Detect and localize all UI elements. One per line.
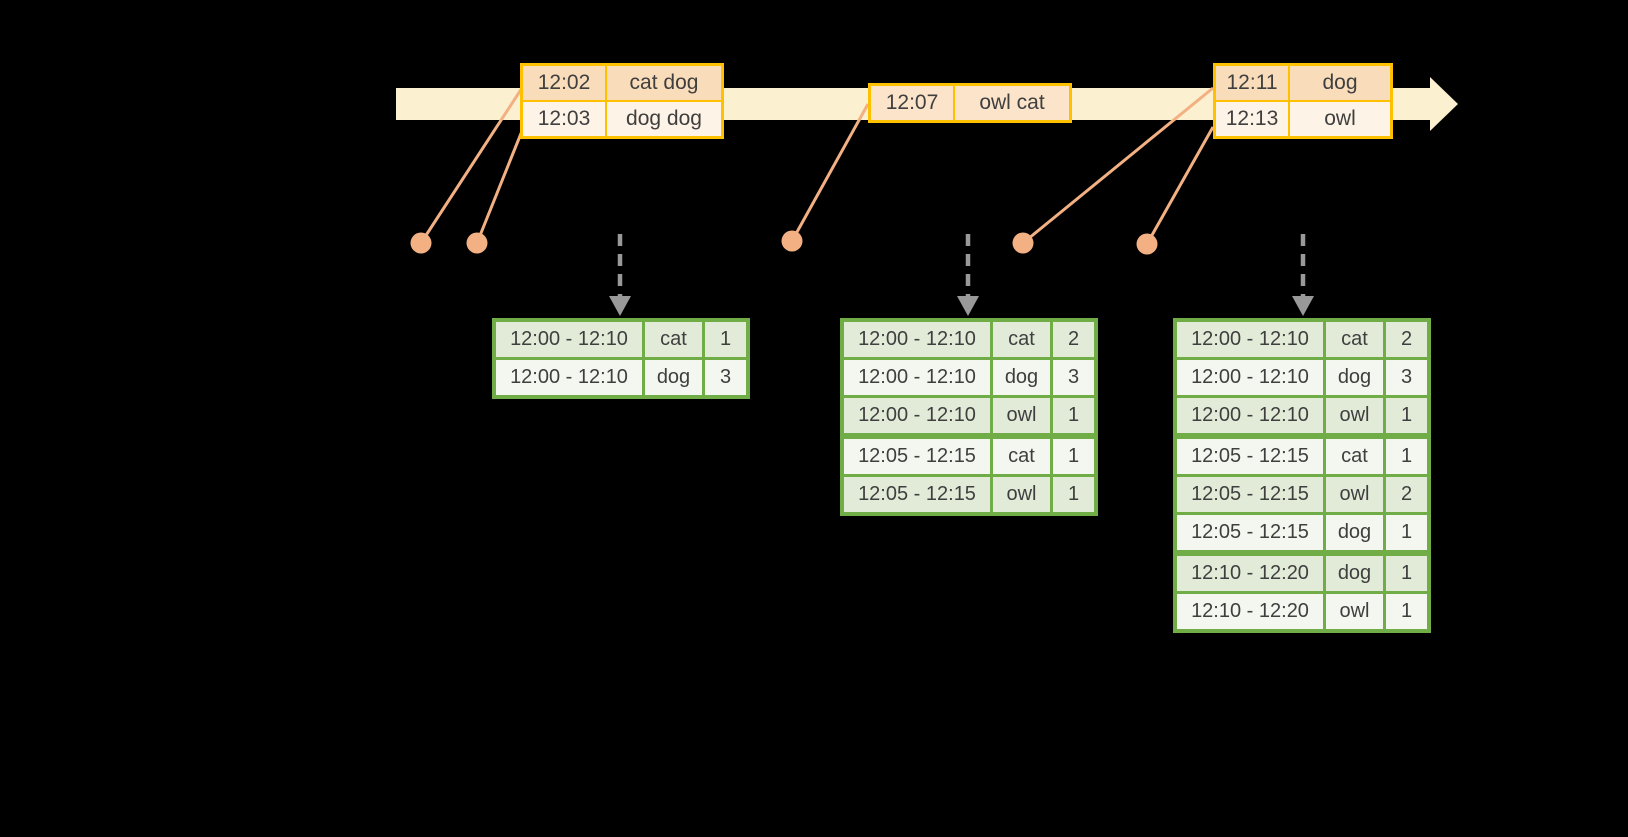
result-row-window-cell: 12:05 - 12:15 (1177, 477, 1323, 512)
result-row-count-cell: 1 (1386, 594, 1427, 629)
event-row-words-cell: owl (1290, 102, 1390, 136)
result-row-word-cell: dog (993, 360, 1050, 395)
result-row-word-cell: cat (1326, 439, 1383, 474)
result-row-count-cell: 1 (1053, 398, 1094, 433)
result-row-window-cell: 12:05 - 12:15 (844, 439, 990, 474)
result-row-window-cell: 12:00 - 12:10 (496, 360, 642, 395)
event-row-time-cell: 12:07 (871, 86, 953, 120)
result-row-word-cell: cat (1326, 322, 1383, 357)
event-dots (410, 230, 1158, 255)
trigger-arrowhead-icon (957, 296, 979, 316)
result-row-window-cell: 12:05 - 12:15 (844, 477, 990, 512)
result-row-word-cell: owl (993, 477, 1050, 512)
event-dot (1012, 232, 1034, 254)
event-row-time-cell: 12:11 (1216, 66, 1288, 100)
result-row-count-cell: 1 (1386, 515, 1427, 550)
trigger-arrowhead-icon (609, 296, 631, 316)
result-row-count-cell: 2 (1386, 322, 1427, 357)
event-dot (466, 232, 488, 254)
result-row-count-cell: 1 (1386, 398, 1427, 433)
trigger-arrowhead-icon (1292, 296, 1314, 316)
result-row-count-cell: 3 (705, 360, 746, 395)
connector-line (1145, 126, 1215, 245)
result-row-window-cell: 12:00 - 12:10 (1177, 322, 1323, 357)
result-row-count-cell: 1 (1053, 477, 1094, 512)
event-dot (410, 232, 432, 254)
event-row-time-cell: 12:13 (1216, 102, 1288, 136)
event-row-words-cell: dog dog (607, 102, 721, 136)
event-connectors (419, 86, 1215, 245)
event-row-time-cell: 12:02 (523, 66, 605, 100)
result-row-window-cell: 12:00 - 12:10 (844, 360, 990, 395)
connector-line (419, 87, 524, 244)
result-row-count-cell: 1 (1386, 439, 1427, 474)
result-row-count-cell: 1 (1053, 439, 1094, 474)
connector-line (475, 125, 526, 244)
result-row-count-cell: 2 (1386, 477, 1427, 512)
result-row-count-cell: 1 (705, 322, 746, 357)
result-row-word-cell: owl (1326, 594, 1383, 629)
event-row-time-cell: 12:03 (523, 102, 605, 136)
result-row-word-cell: dog (1326, 360, 1383, 395)
connector-line (790, 103, 870, 242)
result-row-word-cell: owl (1326, 477, 1383, 512)
result-row-word-cell: dog (1326, 515, 1383, 550)
result-row-word-cell: owl (993, 398, 1050, 433)
event-row-words-cell: cat dog (607, 66, 721, 100)
connector-line (1022, 86, 1214, 245)
result-row-window-cell: 12:10 - 12:20 (1177, 594, 1323, 629)
result-row-window-cell: 12:05 - 12:15 (1177, 439, 1323, 474)
result-row-count-cell: 2 (1053, 322, 1094, 357)
result-row-window-cell: 12:00 - 12:10 (496, 322, 642, 357)
result-row-word-cell: cat (645, 322, 702, 357)
result-row-word-cell: cat (993, 439, 1050, 474)
result-row-count-cell: 3 (1053, 360, 1094, 395)
result-row-word-cell: dog (645, 360, 702, 395)
result-row-window-cell: 12:00 - 12:10 (844, 398, 990, 433)
event-row-words-cell: owl cat (955, 86, 1069, 120)
result-row-count-cell: 1 (1386, 556, 1427, 591)
result-row-window-cell: 12:05 - 12:15 (1177, 515, 1323, 550)
event-row-words-cell: dog (1290, 66, 1390, 100)
result-row-word-cell: owl (1326, 398, 1383, 433)
timeline-arrowhead-icon (1430, 77, 1458, 131)
trigger-arrows (609, 234, 1314, 316)
event-dot (781, 230, 803, 252)
result-row-count-cell: 3 (1386, 360, 1427, 395)
result-row-window-cell: 12:00 - 12:10 (1177, 398, 1323, 433)
result-row-window-cell: 12:10 - 12:20 (1177, 556, 1323, 591)
result-row-word-cell: cat (993, 322, 1050, 357)
result-row-window-cell: 12:00 - 12:10 (1177, 360, 1323, 395)
result-row-window-cell: 12:00 - 12:10 (844, 322, 990, 357)
result-row-word-cell: dog (1326, 556, 1383, 591)
event-dot (1136, 233, 1158, 255)
